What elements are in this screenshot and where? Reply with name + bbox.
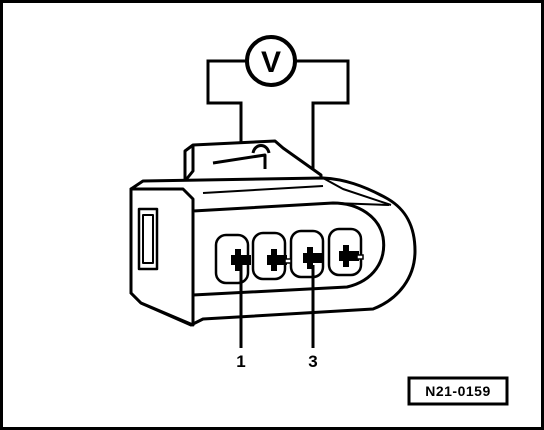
- probe-lines: [239, 265, 315, 348]
- terminal-3-icon: [303, 247, 323, 269]
- terminal-1-icon: [231, 249, 251, 271]
- connector-housing: [129, 139, 417, 327]
- reference-code: N21-0159: [425, 383, 491, 399]
- connector-diagram: V: [129, 35, 509, 406]
- voltmeter-icon: V: [245, 35, 297, 87]
- reference-box: N21-0159: [407, 376, 509, 406]
- terminal-4-icon: [339, 245, 364, 267]
- pin-label-3: 3: [308, 352, 317, 371]
- pin-label-1: 1: [236, 352, 245, 371]
- lead-right: [295, 59, 350, 265]
- pin-contacts: [231, 245, 364, 271]
- terminal-2-icon: [267, 249, 292, 271]
- voltmeter-label: V: [261, 46, 281, 79]
